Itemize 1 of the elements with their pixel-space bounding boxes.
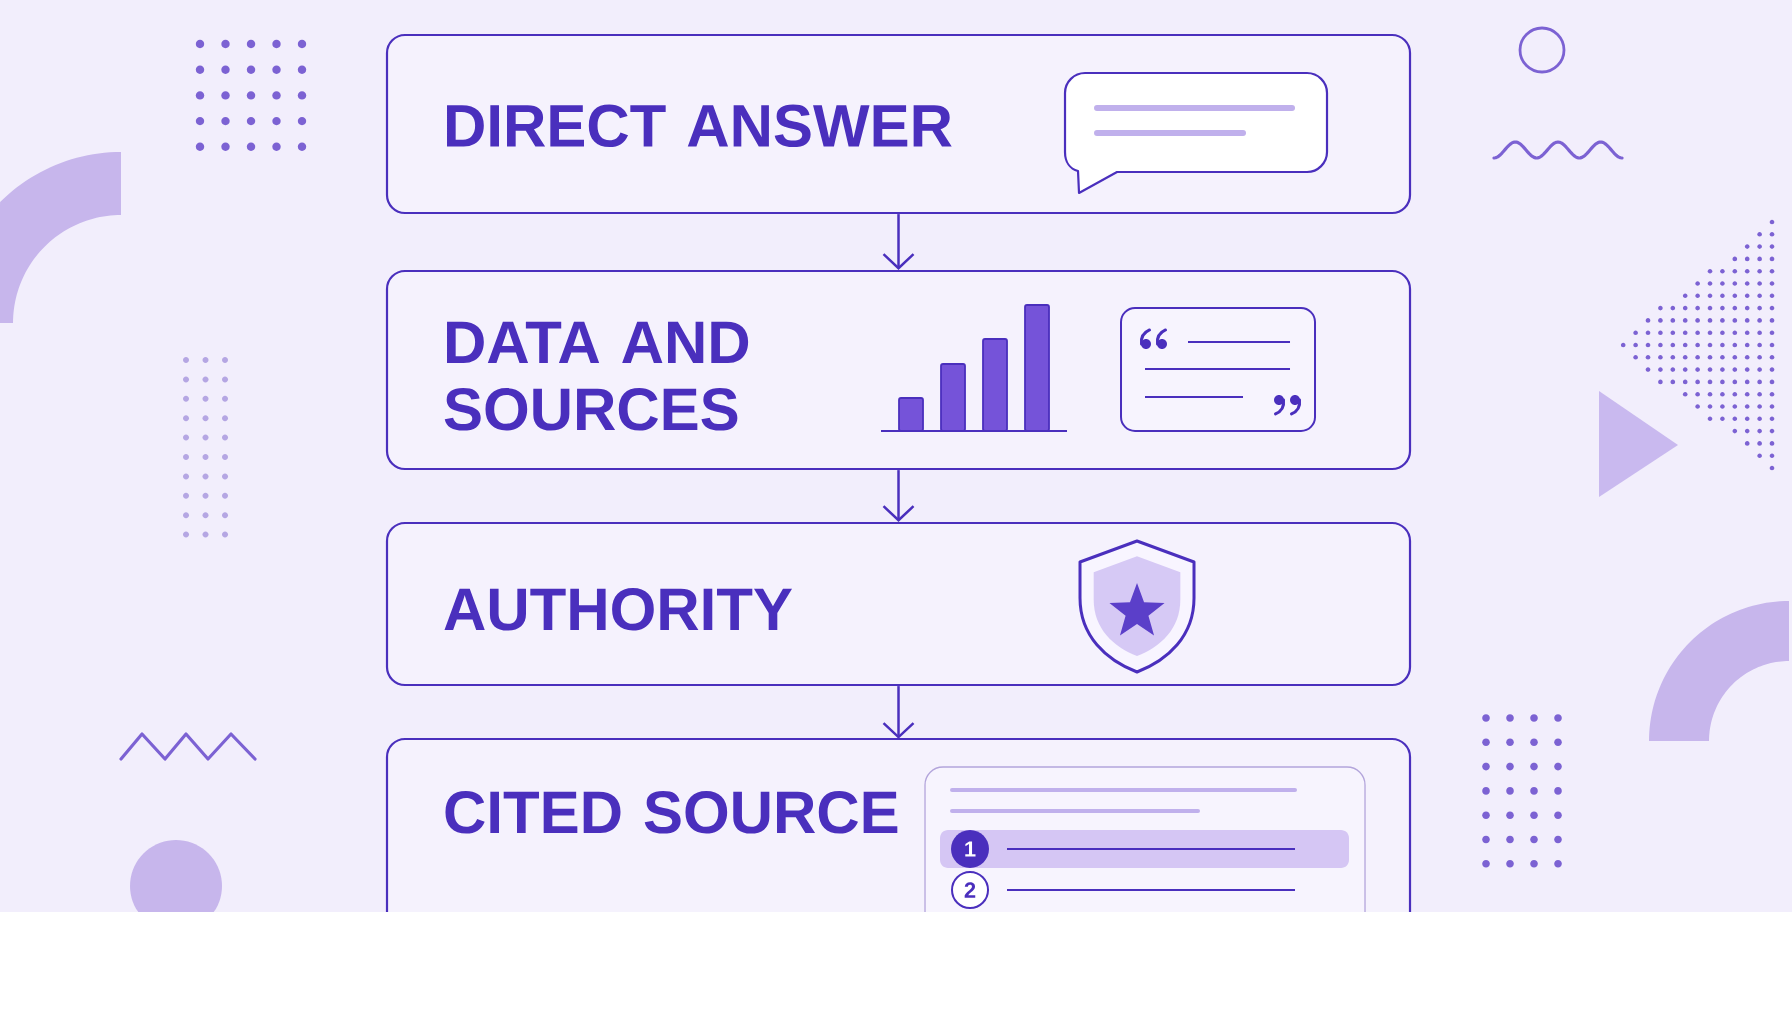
process-box: AUTHORITY	[385, 521, 1412, 687]
